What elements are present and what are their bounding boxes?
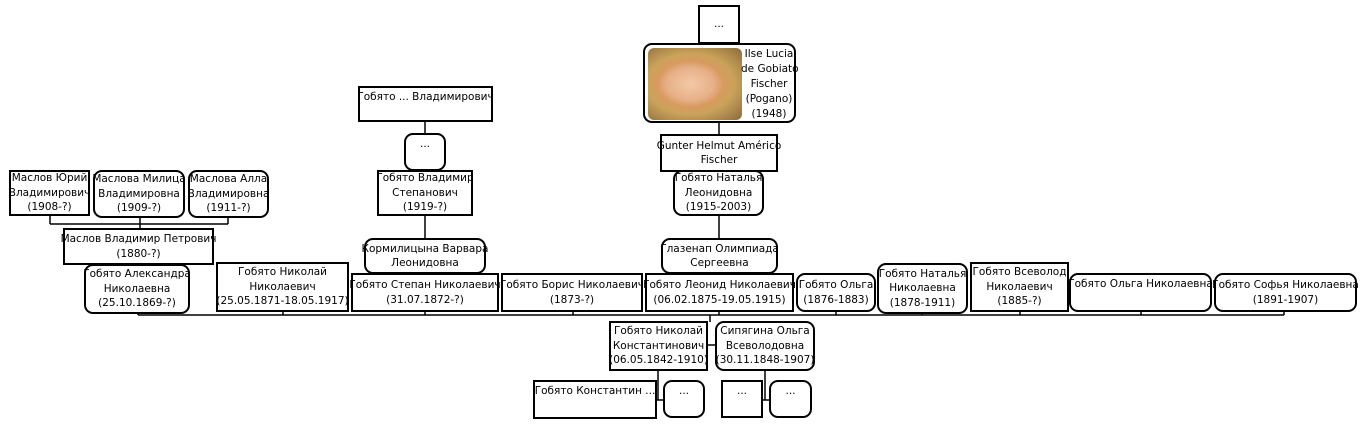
person-gunter-fischer[interactable]: Gunter Helmut Américo Fischer [657, 134, 781, 172]
name-line-1: Маслов Юрий [11, 172, 88, 185]
person-konstantin[interactable]: Гобято Константин ... [533, 380, 657, 419]
name-line-1: Гобято Ольга Николаевна [1068, 278, 1213, 290]
name-line-1: Гобято Софья Николаевна [1212, 279, 1359, 291]
ancestor-unknown-top[interactable]: ... [698, 5, 740, 44]
portrait-photo [648, 48, 742, 120]
ellipsis-label: ... [736, 385, 747, 397]
name-line-1: Маслова Милица [92, 173, 186, 186]
person-maslova-alla[interactable]: Маслова Алла Владимировна (1911-?) [188, 170, 269, 218]
name-line-1: Гобято Константин ... [534, 385, 656, 397]
name-line-2: Николаевна [103, 282, 171, 295]
name-line-1: Гобято Степан Николаевич [349, 279, 501, 291]
name-line-1: Гобято Владимир [376, 172, 474, 185]
dates-line: (1876-1883) [803, 293, 869, 306]
person-glazenap-olimpiada[interactable]: Глазенап Олимпиада Сергеевна [660, 238, 779, 274]
dates-line: (30.11.1848-1907) [715, 354, 815, 367]
dates-line: (1915-2003) [685, 201, 752, 214]
name-line-2: Владимирович [8, 186, 91, 199]
name-line-1: Гобято Николай [614, 325, 703, 338]
name-line-1: Маслова Алла [189, 173, 268, 186]
name-line-2: Владимировна [187, 187, 270, 200]
dates-line: (1919-?) [402, 201, 448, 214]
ellipsis-label: ... [419, 138, 430, 150]
ancestor-unknown-b2[interactable]: ... [721, 380, 763, 418]
person-olga-1876[interactable]: Гобято Ольга (1876-1883) [796, 273, 876, 312]
name-line-1: Глазенап Олимпиада [660, 242, 779, 255]
dates-line: (1873-?) [549, 293, 595, 306]
name-line-2: Леонидовна [391, 257, 459, 269]
dates-line: (25.05.1871-18.05.1917) [216, 295, 349, 308]
name-line-1: Gunter Helmut Américo [656, 139, 782, 152]
name-line-4: (Pogano) [745, 93, 793, 105]
name-line-1: Сипягина Ольга [720, 325, 810, 338]
name-line-1: Кормилицына Варвара [361, 242, 489, 255]
person-maslova-militsa[interactable]: Маслова Милица Владимировна (1909-?) [92, 170, 186, 218]
name-line-1: Гобято Ольга [798, 279, 874, 291]
person-nikolai-nikolaevich[interactable]: Гобято Николай Николаевич (25.05.1871-18… [216, 262, 349, 312]
name-line-2: Леонидовна [684, 186, 753, 199]
name-line-2: Владимировна [98, 187, 180, 200]
name-line-1: Гобято Наталья [878, 267, 967, 280]
person-vladimir-stepanovich[interactable]: Гобято Владимир Степанович (1919-?) [376, 170, 474, 216]
name-line-2: Николаевна [889, 282, 956, 295]
dates-line: (1948) [751, 108, 787, 120]
ancestor-unknown-b1[interactable]: ... [663, 380, 705, 418]
person-gobyato-vladimirovich[interactable]: Гобято ... Владимирович [357, 86, 494, 122]
name-line-1: Гобято Александра [83, 268, 191, 281]
dates-line: (1885-?) [997, 295, 1042, 308]
name-line-2: Сергеевна [690, 257, 749, 269]
name-line-1: Ilse Lucia [744, 48, 794, 60]
ellipsis-label: ... [678, 385, 689, 397]
person-boris[interactable]: Гобято Борис Николаевич (1873-?) [499, 273, 645, 312]
dates-line: (1908-?) [27, 201, 72, 214]
person-stepan[interactable]: Гобято Степан Николаевич (31.07.1872-?) [349, 273, 501, 312]
person-vsevolod[interactable]: Гобято Всеволод Николаевич (1885-?) [970, 262, 1069, 312]
dates-line: (25.10.1869-?) [98, 297, 176, 310]
name-line-1: Гобято Наталья [674, 172, 763, 185]
person-natalia-leonidovna[interactable]: Гобято Наталья Леонидовна (1915-2003) [673, 170, 764, 216]
dates-line: (1909-?) [116, 202, 162, 215]
dates-line: (1880-?) [116, 247, 161, 260]
ellipsis-label: ... [785, 385, 796, 397]
dates-line: (1891-1907) [1252, 293, 1319, 306]
ancestor-unknown-mid[interactable]: ... [404, 133, 446, 171]
ellipsis-label: ... [713, 18, 724, 31]
person-maslov-yuri[interactable]: Маслов Юрий Владимирович (1908-?) [9, 170, 90, 216]
person-nikolai-konstantinovich[interactable]: Гобято Николай Константинович (06.05.184… [609, 321, 708, 371]
name-line-1: Гобято ... Владимирович [357, 91, 494, 103]
name-line-2: Николаевич [986, 280, 1053, 293]
name-line-2: Всеволодовна [725, 339, 805, 352]
name-line-2: Степанович [392, 186, 458, 199]
name-line-2: Николаевич [249, 280, 316, 293]
name-line-1: Гобято Всеволод [972, 266, 1067, 279]
dates-line: (1878-1911) [889, 296, 956, 309]
ancestor-unknown-b3[interactable]: ... [769, 380, 812, 418]
person-alexandra[interactable]: Гобято Александра Николаевна (25.10.1869… [83, 264, 191, 314]
name-line-1: Гобято Борис Николаевич [499, 279, 645, 291]
name-line-3: Fischer [750, 78, 788, 90]
person-sipyagina-olga[interactable]: Сипягина Ольга Всеволодовна (30.11.1848-… [715, 321, 815, 371]
person-natalia-nikolaevna[interactable]: Гобято Наталья Николаевна (1878-1911) [877, 263, 968, 314]
person-ilse-lucia[interactable]: Ilse Lucia de Gobiato Fischer (Pogano) (… [643, 43, 799, 123]
dates-line: (1911-?) [206, 202, 251, 215]
name-line-1: Гобято Николай [238, 266, 327, 279]
name-line-2: de Gobiato [741, 63, 799, 75]
dates-line: (31.07.1872-?) [386, 293, 464, 306]
name-line-2: Константинович [612, 339, 705, 352]
person-sofia[interactable]: Гобято Софья Николаевна (1891-1907) [1212, 273, 1359, 312]
person-leonid[interactable]: Гобято Леонид Николаевич (06.02.1875-19.… [643, 273, 796, 312]
name-line-1: Маслов Владимир Петрович [60, 233, 217, 245]
person-olga-nikolaevna[interactable]: Гобято Ольга Николаевна [1068, 273, 1213, 312]
name-line-1: Гобято Леонид Николаевич [643, 279, 796, 291]
dates-line: (06.05.1842-1910) [609, 354, 708, 367]
person-kormilitsyna-varvara[interactable]: Кормилицына Варвара Леонидовна [361, 238, 489, 274]
dates-line: (06.02.1875-19.05.1915) [653, 293, 786, 306]
person-maslov-vladimir[interactable]: Маслов Владимир Петрович (1880-?) [60, 228, 217, 265]
name-line-2: Fischer [700, 154, 738, 166]
